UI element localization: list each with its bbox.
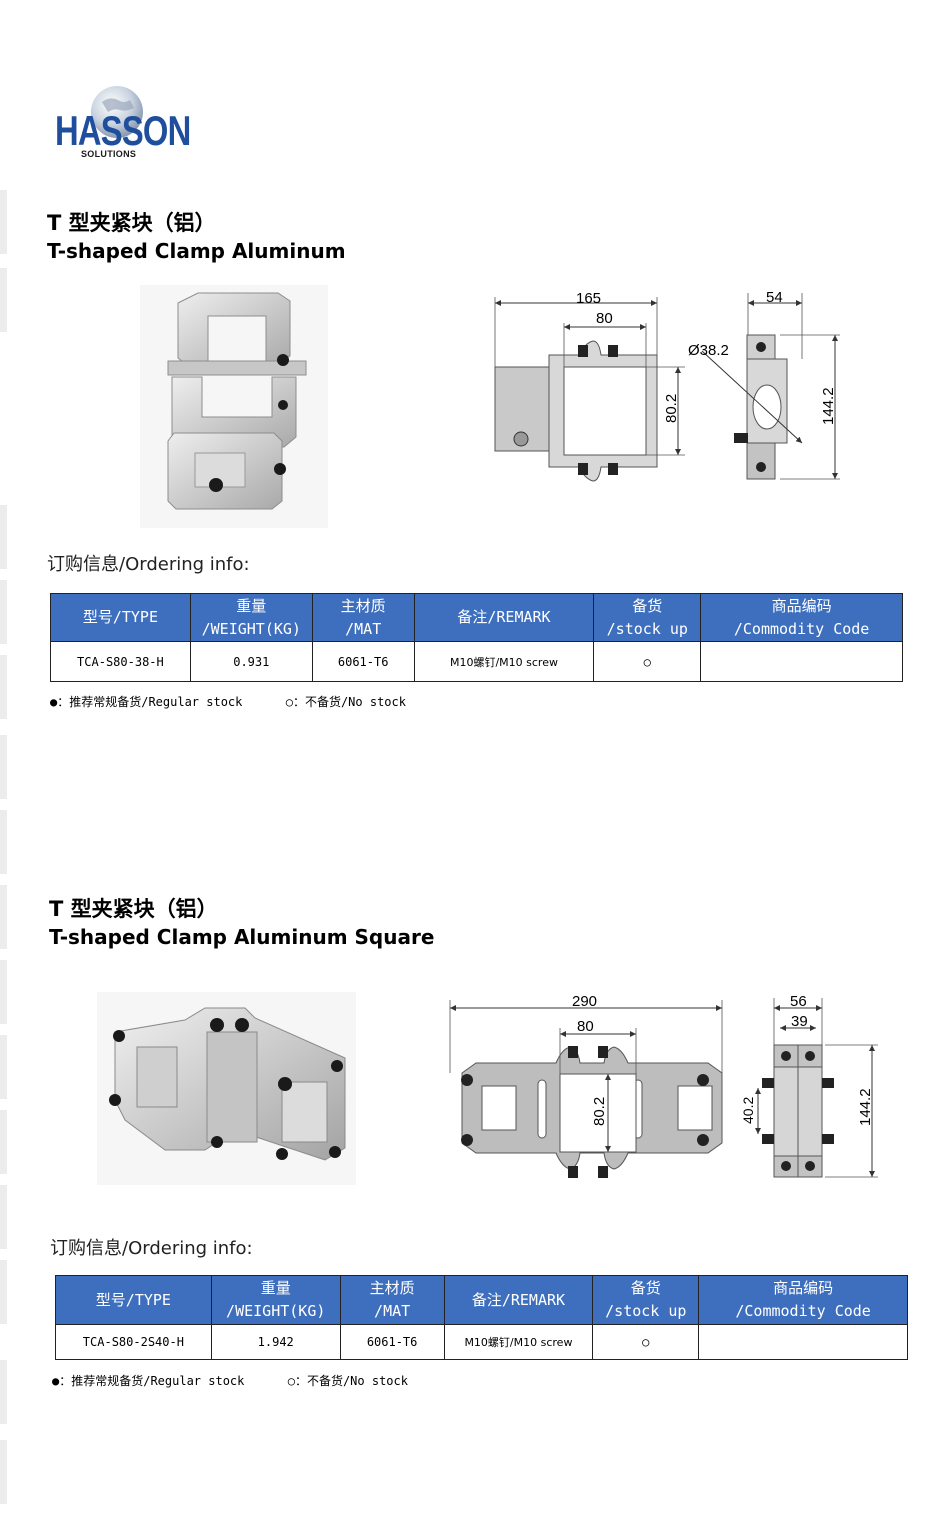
header-stock: 备货/stock up: [592, 1275, 700, 1325]
dimension-label: 165: [576, 290, 601, 307]
globe-icon: [91, 86, 143, 138]
header-commodity-code: 商品编码/Commodity Code: [698, 1275, 908, 1325]
cell-commodity-code: [698, 1324, 908, 1360]
page-edge-mark: [0, 580, 7, 644]
product-1-ordering-table: 型号/TYPE 重量/WEIGHT(KG) 主材质/MAT 备注/REMARK …: [50, 593, 903, 682]
dimension-label: 40.2: [740, 1097, 756, 1124]
product-2-photo: [97, 992, 356, 1185]
cell-commodity-code: [700, 641, 903, 682]
header-material: 主材质/MAT: [311, 593, 415, 642]
dimension-label: 80.2: [591, 1097, 608, 1126]
product-1-photo: [140, 285, 328, 528]
brand-subtitle: SOLUTIONS: [81, 149, 137, 159]
page-edge-mark: [0, 1185, 7, 1249]
dimension-label: 39: [791, 1013, 808, 1030]
page-edge-mark: [0, 960, 7, 1024]
cell-material: 6061-T6: [339, 1324, 445, 1360]
page-edge-mark: [0, 268, 7, 332]
product-1-title-en: T-shaped Clamp Aluminum: [47, 239, 346, 263]
header-stock: 备货/stock up: [593, 593, 702, 642]
table-header-row: 型号/TYPE 重量/WEIGHT(KG) 主材质/MAT 备注/REMARK …: [55, 1275, 908, 1325]
product-2-technical-drawing: 290 80 80.2 56 39 40.2 144.2: [449, 993, 878, 1178]
product-1-technical-drawing: 165 80 80.2 54 Ø38.2 144.2: [494, 289, 840, 482]
cell-stock: ○: [593, 641, 702, 682]
page-edge-mark: [0, 735, 7, 799]
table-row: TCA-S80-38-H 0.931 6061-T6 M10螺钉/M10 scr…: [50, 641, 903, 682]
dimension-label: 54: [766, 289, 783, 306]
cell-stock: ○: [592, 1324, 700, 1360]
page-edge-mark: [0, 190, 7, 254]
header-weight: 重量/WEIGHT(KG): [210, 1275, 341, 1325]
header-weight: 重量/WEIGHT(KG): [189, 593, 313, 642]
page-edge-mark: [0, 1110, 7, 1174]
cell-remark: M10螺钉/M10 screw: [443, 1324, 594, 1360]
header-type: 型号/TYPE: [55, 1275, 212, 1325]
product-2-title-cn: T 型夹紧块（铝）: [49, 897, 218, 921]
cell-weight: 0.931: [189, 641, 313, 682]
header-commodity-code: 商品编码/Commodity Code: [700, 593, 903, 642]
product-2-stock-legend: ●：推荐常规备货/Regular stock ○：不备货/No stock: [52, 1374, 408, 1388]
page-edge-mark: [0, 655, 7, 719]
product-1-title-cn: T 型夹紧块（铝）: [47, 211, 216, 235]
page-edge-mark: [0, 505, 7, 569]
dimension-label: Ø38.2: [688, 342, 729, 359]
dimension-label: 56: [790, 993, 807, 1010]
header-material: 主材质/MAT: [339, 1275, 445, 1325]
cell-type: TCA-S80-38-H: [50, 641, 191, 682]
hasson-logo: HASSON SOLUTIONS: [50, 84, 191, 164]
page-edge-mark: [0, 885, 7, 949]
page-edge-mark: [0, 810, 7, 874]
header-remark: 备注/REMARK: [443, 1275, 594, 1325]
page-edge-mark: [0, 1440, 7, 1504]
brand-name: HASSON: [55, 107, 191, 154]
cell-type: TCA-S80-2S40-H: [55, 1324, 212, 1360]
dimension-label: 80: [596, 310, 613, 327]
cell-remark: M10螺钉/M10 screw: [413, 641, 595, 682]
dimension-label: 144.2: [820, 387, 837, 425]
cell-material: 6061-T6: [311, 641, 415, 682]
header-type: 型号/TYPE: [50, 593, 191, 642]
dimension-label: 290: [572, 993, 597, 1010]
product-2-ordering-title: 订购信息/Ordering info:: [50, 1238, 253, 1259]
table-row: TCA-S80-2S40-H 1.942 6061-T6 M10螺钉/M10 s…: [55, 1324, 908, 1360]
product-1-stock-legend: ●：推荐常规备货/Regular stock ○：不备货/No stock: [50, 695, 406, 709]
dimension-label: 80: [577, 1018, 594, 1035]
dimension-label: 80.2: [663, 394, 680, 423]
dimension-label: 144.2: [857, 1088, 874, 1126]
page-edge-mark: [0, 1260, 7, 1324]
header-remark: 备注/REMARK: [413, 593, 595, 642]
cell-weight: 1.942: [210, 1324, 341, 1360]
page-edge-mark: [0, 1035, 7, 1099]
product-2-ordering-table: 型号/TYPE 重量/WEIGHT(KG) 主材质/MAT 备注/REMARK …: [55, 1275, 908, 1360]
table-header-row: 型号/TYPE 重量/WEIGHT(KG) 主材质/MAT 备注/REMARK …: [50, 593, 903, 642]
product-1-ordering-title: 订购信息/Ordering info:: [47, 554, 250, 575]
product-2-title-en: T-shaped Clamp Aluminum Square: [49, 925, 435, 949]
page-edge-mark: [0, 1360, 7, 1424]
